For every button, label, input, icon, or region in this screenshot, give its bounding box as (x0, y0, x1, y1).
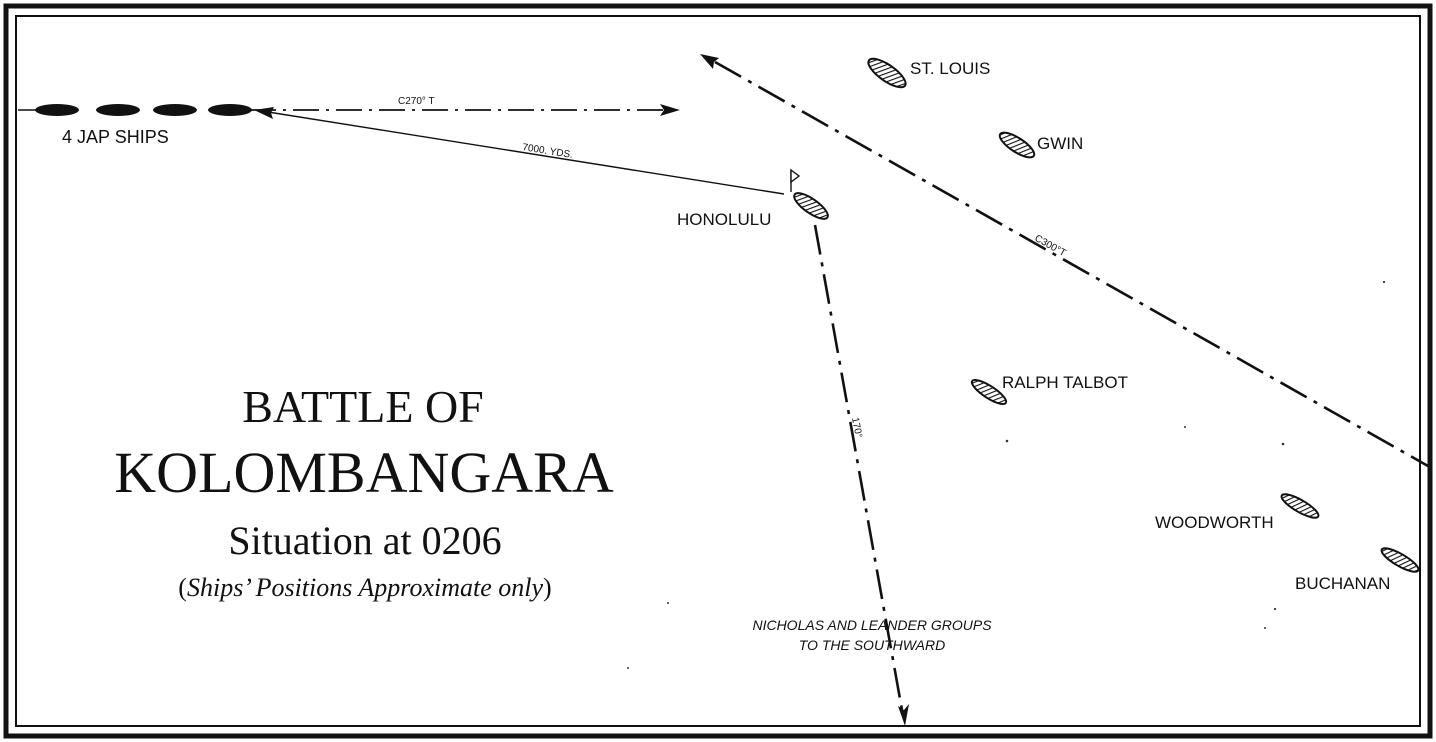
flagship-course-arrowhead (898, 704, 909, 726)
gwin-label: GWIN (1037, 134, 1083, 153)
ralph-talbot-label: RALPH TALBOT (1002, 373, 1128, 392)
flagship-course-label: 170° (849, 416, 864, 438)
woodworth-label: WOODWORTH (1155, 513, 1274, 532)
title-line2: KOLOMBANGARA (114, 440, 614, 505)
title-line1: BATTLE OF (242, 381, 484, 432)
range-label: 7000. YDS. (522, 142, 574, 161)
enemy-course-label: C270° T (398, 96, 435, 107)
paper-specks (627, 280, 1386, 669)
enemy-ship (96, 104, 140, 116)
title-line4-italic: Ships’ Positions Approximate only (187, 573, 544, 602)
enemy-ship (153, 104, 197, 116)
flagship-course-line (813, 224, 904, 711)
buchanan-ship-icon (1380, 547, 1420, 573)
woodworth-ship-icon (1280, 493, 1320, 519)
enemy-ship (35, 104, 79, 116)
ralph-talbot-ship-icon (970, 379, 1008, 405)
honolulu-ship-icon (793, 192, 829, 220)
southward-note-line1: NICHOLAS AND LEANDER GROUPS (752, 617, 992, 633)
enemy-course-arrowhead (660, 104, 680, 116)
title-line3: Situation at 0206 (228, 518, 501, 563)
range-bearing-arrowhead (254, 107, 274, 119)
st-louis-ship-icon (867, 57, 907, 89)
map-border-outer (3, 3, 1433, 739)
honolulu-label: HONOLULU (677, 210, 771, 229)
buchanan-label: BUCHANAN (1295, 574, 1390, 593)
enemy-ships (35, 104, 252, 116)
enemy-label: 4 JAP SHIPS (62, 127, 169, 147)
gwin-ship-icon (998, 131, 1036, 159)
honolulu-ship (790, 168, 829, 220)
title-line4-open: ( (178, 573, 187, 602)
column-course-arrowhead (700, 54, 719, 69)
title-line4-close: ) (543, 573, 552, 602)
range-bearing-line (267, 111, 785, 195)
southward-note-line2: TO THE SOUTHWARD (799, 637, 946, 653)
flagship-pennant-icon (790, 168, 801, 184)
title-line4: (Ships’ Positions Approximate only) (178, 573, 551, 602)
enemy-ship (208, 104, 252, 116)
column-course-line (714, 60, 1429, 468)
map-border-inner (15, 15, 1421, 727)
st-louis-label: ST. LOUIS (910, 59, 990, 78)
